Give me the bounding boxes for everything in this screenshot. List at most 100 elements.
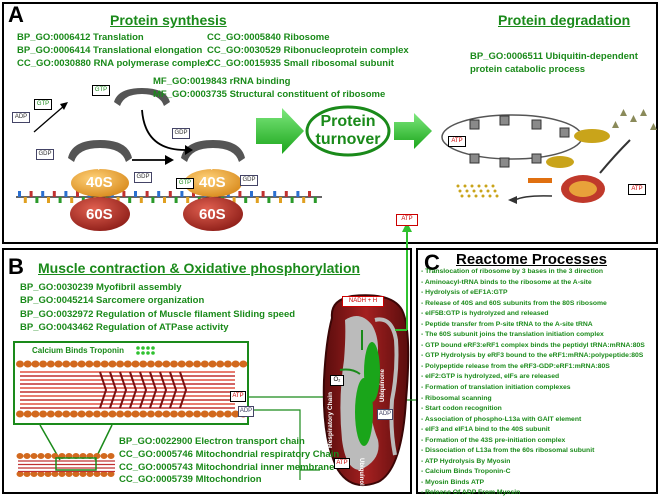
- actin-bead: [131, 360, 140, 368]
- reactome-item: - GTP bound eRF3:eRF1 complex binds the …: [421, 341, 645, 349]
- actin-bead: [216, 410, 225, 418]
- mrna-base: [244, 197, 248, 203]
- myosin-head: [139, 371, 148, 409]
- reactome-item: - eIF5B:GTP is hydrolyzed and released: [421, 310, 549, 318]
- actin-bead: [93, 360, 101, 368]
- turnover-line2: turnover: [315, 131, 381, 148]
- mitochondrion: [322, 294, 410, 486]
- actin-bead: [200, 410, 209, 418]
- actin-bead: [31, 360, 40, 368]
- ubiquinone-label: Ubiquinone: [380, 369, 386, 402]
- actin-bead: [51, 471, 59, 477]
- actin-bead: [107, 471, 115, 477]
- mrna-base: [192, 191, 195, 197]
- actin-bead: [16, 410, 24, 418]
- ubiquitin-square: [559, 127, 570, 138]
- panel-c-title: Reactome Processes: [456, 251, 607, 268]
- panel-c-letter: C: [424, 250, 440, 275]
- ubiquitin-square: [531, 153, 542, 164]
- label-60s-left: 60S: [86, 206, 113, 223]
- actin-bead: [39, 360, 48, 368]
- substrate-bottom: [546, 156, 574, 168]
- peptide-dot: [460, 194, 464, 198]
- atp-box-link: ATP: [396, 214, 418, 226]
- mrna-base: [290, 197, 294, 203]
- peptide-dot: [474, 194, 478, 198]
- gdp-box-ribosome: GDP: [134, 172, 152, 183]
- actin-bead: [223, 410, 232, 418]
- myosin-head: [159, 371, 168, 409]
- gdp-box-right: GDP: [240, 175, 258, 186]
- actin-bead: [37, 453, 45, 459]
- peptide-dot: [479, 189, 483, 193]
- ubiquitin-tag: [640, 109, 647, 116]
- actin-bead: [54, 410, 63, 418]
- go-degradation-list: BP_GO:0006511 Ubiquitin-dependent protei…: [470, 50, 638, 76]
- go-term: MF_GO:0003735 Structural constituent of …: [153, 89, 386, 100]
- site-a-right: A: [225, 166, 229, 172]
- calcium-dot: [146, 351, 150, 355]
- go-term: CC_GO:0030880 RNA polymerase complex: [17, 58, 211, 69]
- peptide-dot: [486, 189, 490, 193]
- actin-bead: [62, 410, 71, 418]
- panel-b: [2, 248, 412, 494]
- met-trna-label: Met-tRNA: [84, 152, 116, 159]
- synthesis-title: Protein synthesis: [110, 12, 227, 28]
- reactome-item: - GTP Hydrolysis by eRF3 bound to the eR…: [421, 352, 644, 360]
- go-term: BP_GO:0006412 Translation: [17, 32, 144, 43]
- peptide-dot: [470, 184, 474, 188]
- actin-bead: [69, 410, 78, 418]
- panel-a: [2, 2, 658, 244]
- panel-b-title: Muscle contraction & Oxidative phosphory…: [38, 260, 361, 276]
- calcium-dot: [146, 346, 150, 350]
- mrna-base: [29, 191, 33, 197]
- actin-bead: [85, 410, 94, 418]
- mrna-base: [186, 197, 190, 203]
- actin-bead: [185, 410, 194, 418]
- mrna-base: [23, 197, 27, 203]
- calcium-dot: [136, 351, 140, 355]
- calcium-dot: [141, 351, 145, 355]
- respiratory-chain-label: Respiratory Chain: [327, 392, 334, 448]
- actin-bead: [23, 471, 31, 477]
- go-term: BP_GO:0043462 Regulation of ATPase activ…: [20, 321, 229, 333]
- actin-bead: [85, 360, 94, 368]
- mrna-base: [261, 191, 265, 197]
- peptide-dot: [456, 184, 460, 188]
- mrna-base: [232, 197, 236, 203]
- peptide-dot: [458, 189, 462, 193]
- calcium-label: Calcium Binds Troponin: [32, 346, 125, 355]
- actin-bead: [44, 453, 52, 459]
- mrna-base: [18, 191, 21, 197]
- reactome-item: - Aminoacyl-tRNA binds to the ribosome a…: [421, 278, 592, 286]
- reactome-item: - Start codon recognition: [421, 405, 502, 413]
- ubiquitin-square: [499, 115, 510, 126]
- reactome-item: - Peptide transfer from P-site tRNA to t…: [421, 320, 593, 328]
- mrna-base: [157, 191, 161, 197]
- go-term: protein catabolic process: [470, 64, 586, 75]
- actin-bead: [44, 471, 52, 477]
- ubiquitin-tag: [620, 109, 627, 116]
- ubiquitin-square: [499, 157, 510, 168]
- nadh-box: NADH + H: [342, 296, 384, 307]
- go-term: CC_GO:0005743 Mitochondrial inner membra…: [119, 461, 335, 473]
- actin-bead: [146, 360, 155, 368]
- adp-box-mito: ADP: [377, 409, 393, 420]
- site-e-right: E: [197, 166, 201, 172]
- peptide-dot: [467, 194, 471, 198]
- actin-bead: [193, 410, 202, 418]
- degradation-title: Protein degradation: [498, 12, 631, 28]
- actin-bead: [231, 410, 240, 418]
- actin-bead: [100, 471, 108, 477]
- mrna-base: [35, 197, 39, 203]
- go-term: CC_GO:0030529 Ribonucleoprotein complex: [207, 45, 409, 56]
- mrna-base: [70, 197, 74, 203]
- go-muscle-list: BP_GO:0030239 Myofibril assembly BP_GO:0…: [20, 281, 295, 334]
- actin-bead: [170, 410, 178, 418]
- gtp-gdp-curve-left: [33, 105, 65, 133]
- panel-a-letter: A: [8, 2, 24, 27]
- mrna-base: [58, 197, 62, 203]
- ribosome-40s-left: [71, 169, 129, 197]
